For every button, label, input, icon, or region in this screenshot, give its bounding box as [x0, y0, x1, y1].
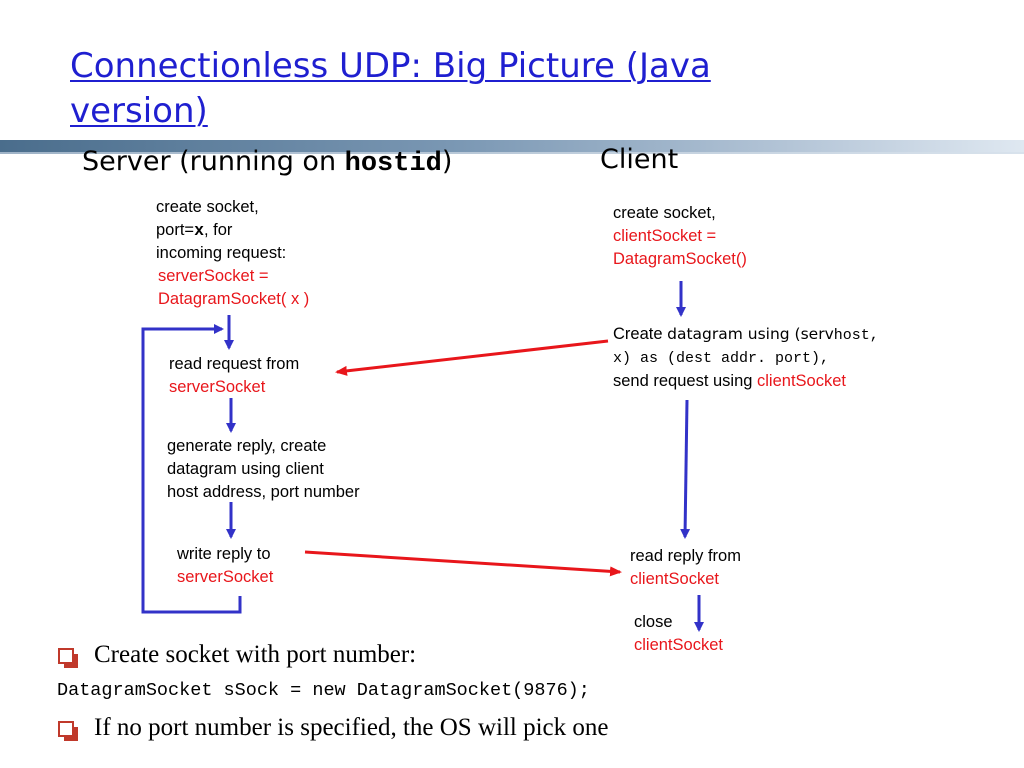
code-example: DatagramSocket sSock = new DatagramSocke… [57, 680, 590, 701]
client-read-reply-step: read reply from clientSocket [630, 547, 741, 588]
arrow-request-message [335, 339, 609, 376]
bullet-icon [58, 721, 78, 741]
client-close-step: close clientSocket [634, 613, 723, 654]
title-divider [0, 140, 1024, 152]
bullet-create-socket: Create socket with port number: [94, 641, 417, 668]
server-write-reply-step: write reply to serverSocket [177, 545, 274, 586]
server-socket-code: serverSocket = DatagramSocket( x ) [158, 267, 310, 308]
server-generate-reply-step: generate reply, create datagram using cl… [167, 437, 360, 501]
arrow-server-loop [141, 324, 242, 614]
server-heading: Server (running on hostid) [82, 146, 453, 179]
server-read-request-step: read request from serverSocket [169, 355, 300, 396]
bullet-icon [58, 648, 78, 668]
client-send-request-step: Create datagram using (servhost, x) as (… [613, 325, 879, 390]
arrow-client-send-to-read [680, 399, 691, 539]
bullet-port-default: If no port number is specified, the OS w… [94, 714, 609, 741]
client-create-socket-step: create socket, clientSocket = DatagramSo… [613, 204, 747, 268]
client-heading: Client [600, 144, 679, 175]
server-create-socket-step: create socket, port=x, for incoming requ… [156, 198, 287, 262]
arrow-reply-message [304, 550, 622, 577]
slide-title: Connectionless UDP: Big Picture (Java ve… [70, 46, 711, 131]
title-divider-shadow [0, 152, 1024, 154]
